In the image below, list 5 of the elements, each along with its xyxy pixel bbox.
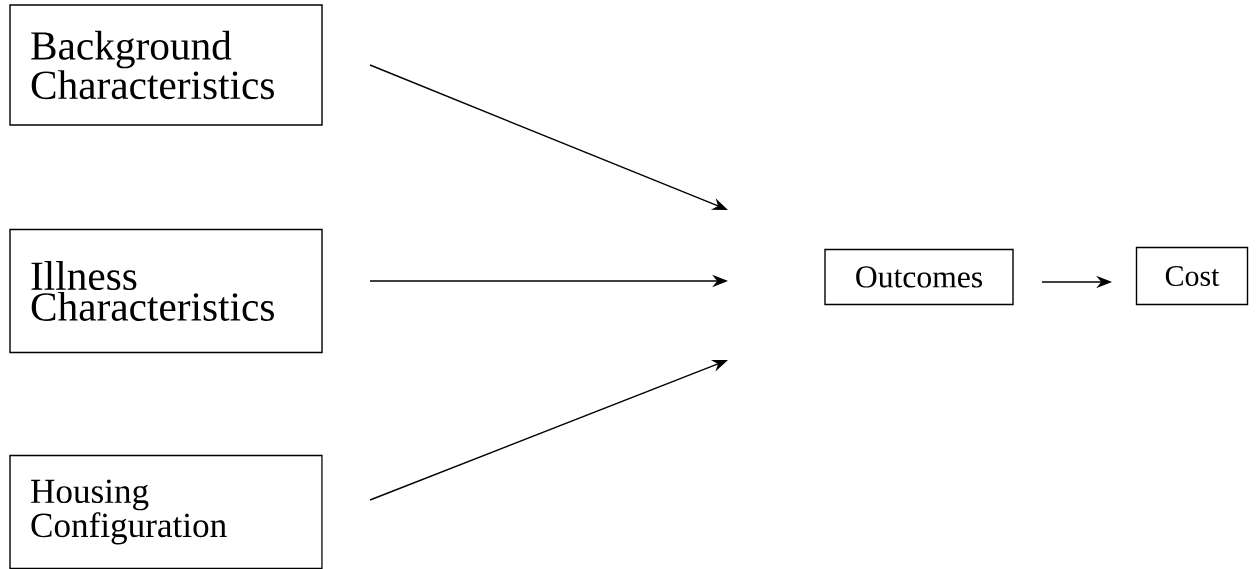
- process-box: Housing Configuration: [9, 454, 323, 569]
- process-box: Cost: [1135, 246, 1249, 306]
- process-box: Outcomes: [824, 248, 1014, 306]
- process-box: Background Characteristics: [9, 4, 323, 126]
- process-box: Illness Characteristics: [9, 228, 323, 354]
